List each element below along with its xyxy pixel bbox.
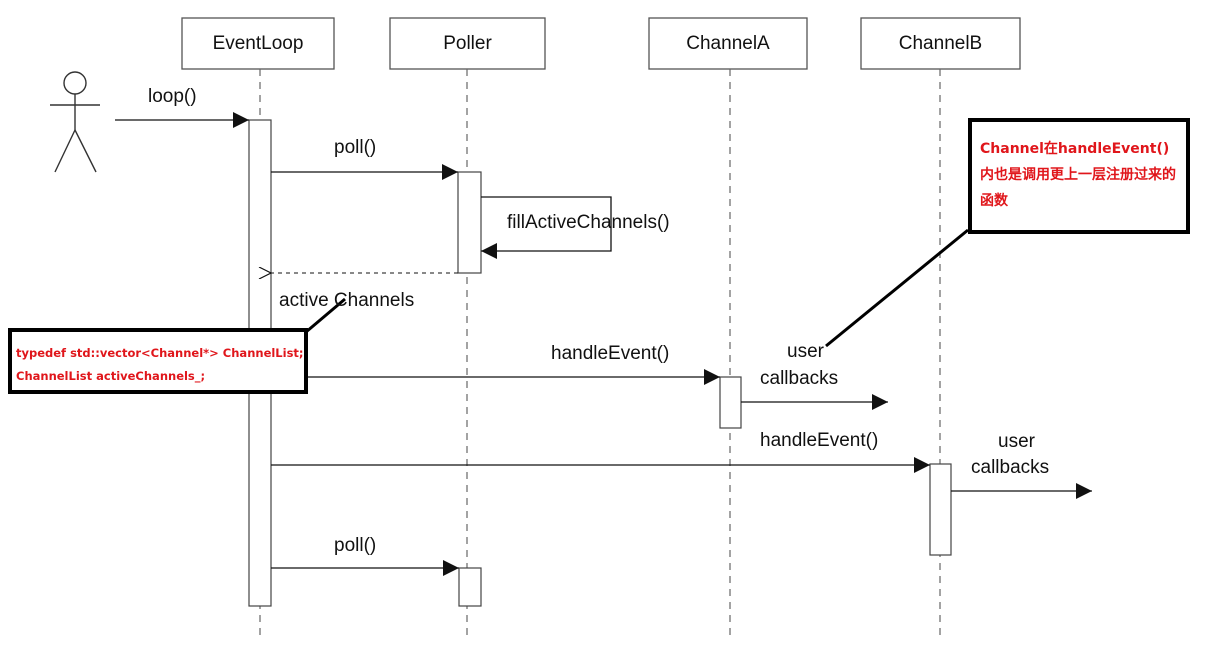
poller-box [389, 17, 546, 70]
typedef-note-line2: ChannelList activeChannels_; [16, 369, 206, 383]
handle-event-b-label: handleEvent() [760, 430, 879, 451]
channel-callback-note-text: Channel在handleEvent()内也是调用更上一层注册过来的函数 [980, 141, 1176, 209]
channel-a-title: ChannelA [686, 32, 770, 54]
typedef-note-line1: typedef std::vector<Channel*> ChannelLis… [16, 346, 304, 360]
typedef-note-connector [305, 297, 346, 334]
user-callbacks-b-line2: callbacks [971, 457, 1050, 478]
user-callbacks-a-line1: user [787, 341, 824, 362]
user-callbacks-b-line1: user [998, 431, 1035, 452]
poll-label-1: poll() [334, 137, 377, 158]
handle-event-a-label: handleEvent() [551, 343, 670, 364]
user-callbacks-a-line2: callbacks [760, 368, 839, 389]
typedef-note: typedef std::vector<Channel*> ChannelLis… [8, 328, 308, 394]
channel-a-activation [719, 376, 742, 429]
channel-note-connector [825, 228, 969, 348]
eventloop-box [181, 17, 335, 70]
channel-b-activation [929, 463, 952, 556]
poller-title: Poller [443, 32, 492, 54]
poller-activation-1 [457, 171, 482, 274]
loop-label: loop() [148, 86, 197, 107]
channel-a-box [648, 17, 808, 70]
fill-active-channels-label: fillActiveChannels() [507, 212, 670, 233]
fill-active-channels-arrow [481, 196, 612, 259]
poll-label-2: poll() [334, 535, 377, 556]
channel-callback-note: Channel在handleEvent()内也是调用更上一层注册过来的函数 [968, 118, 1190, 234]
channel-b-box [860, 17, 1021, 70]
channel-b-title: ChannelB [898, 32, 983, 54]
poller-activation-2 [458, 567, 482, 607]
active-channels-label: active Channels [279, 290, 415, 311]
eventloop-title: EventLoop [212, 32, 304, 54]
actor-icon [50, 71, 100, 173]
